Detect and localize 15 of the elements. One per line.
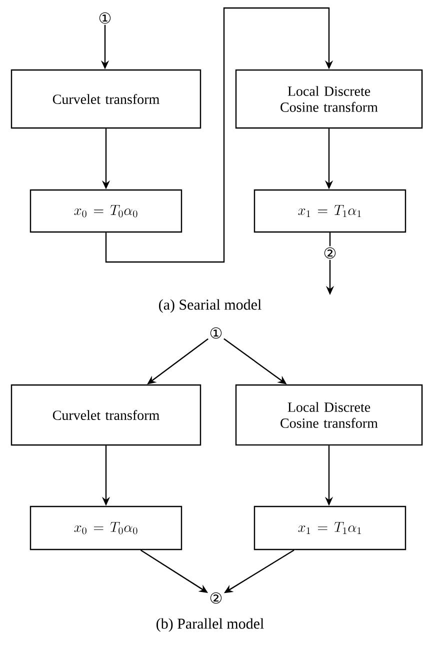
formula-box: $x_1 = T_1\alpha_1$ bbox=[254, 189, 406, 233]
process-box: Local Discrete Cosine transform bbox=[235, 69, 423, 129]
formula-box: $x_1 = T_1\alpha_1$ bbox=[254, 506, 406, 550]
circled-number: ② bbox=[210, 592, 222, 604]
arrow bbox=[105, 7, 334, 263]
process-box: Curvelet transform bbox=[10, 384, 202, 446]
formula-box: $x_0 = T_0\alpha_0$ bbox=[30, 506, 182, 550]
process-box: Local Discrete Cosine transform bbox=[235, 384, 423, 446]
circled-number: ① bbox=[210, 327, 222, 339]
caption: (b) Parallel model bbox=[156, 618, 264, 632]
circled-number: ① bbox=[99, 12, 111, 24]
caption: (a) Searial model bbox=[159, 299, 262, 313]
process-box: Curvelet transform bbox=[10, 69, 202, 129]
formula-box: $x_0 = T_0\alpha_0$ bbox=[30, 189, 182, 233]
circled-number: ② bbox=[324, 247, 336, 259]
